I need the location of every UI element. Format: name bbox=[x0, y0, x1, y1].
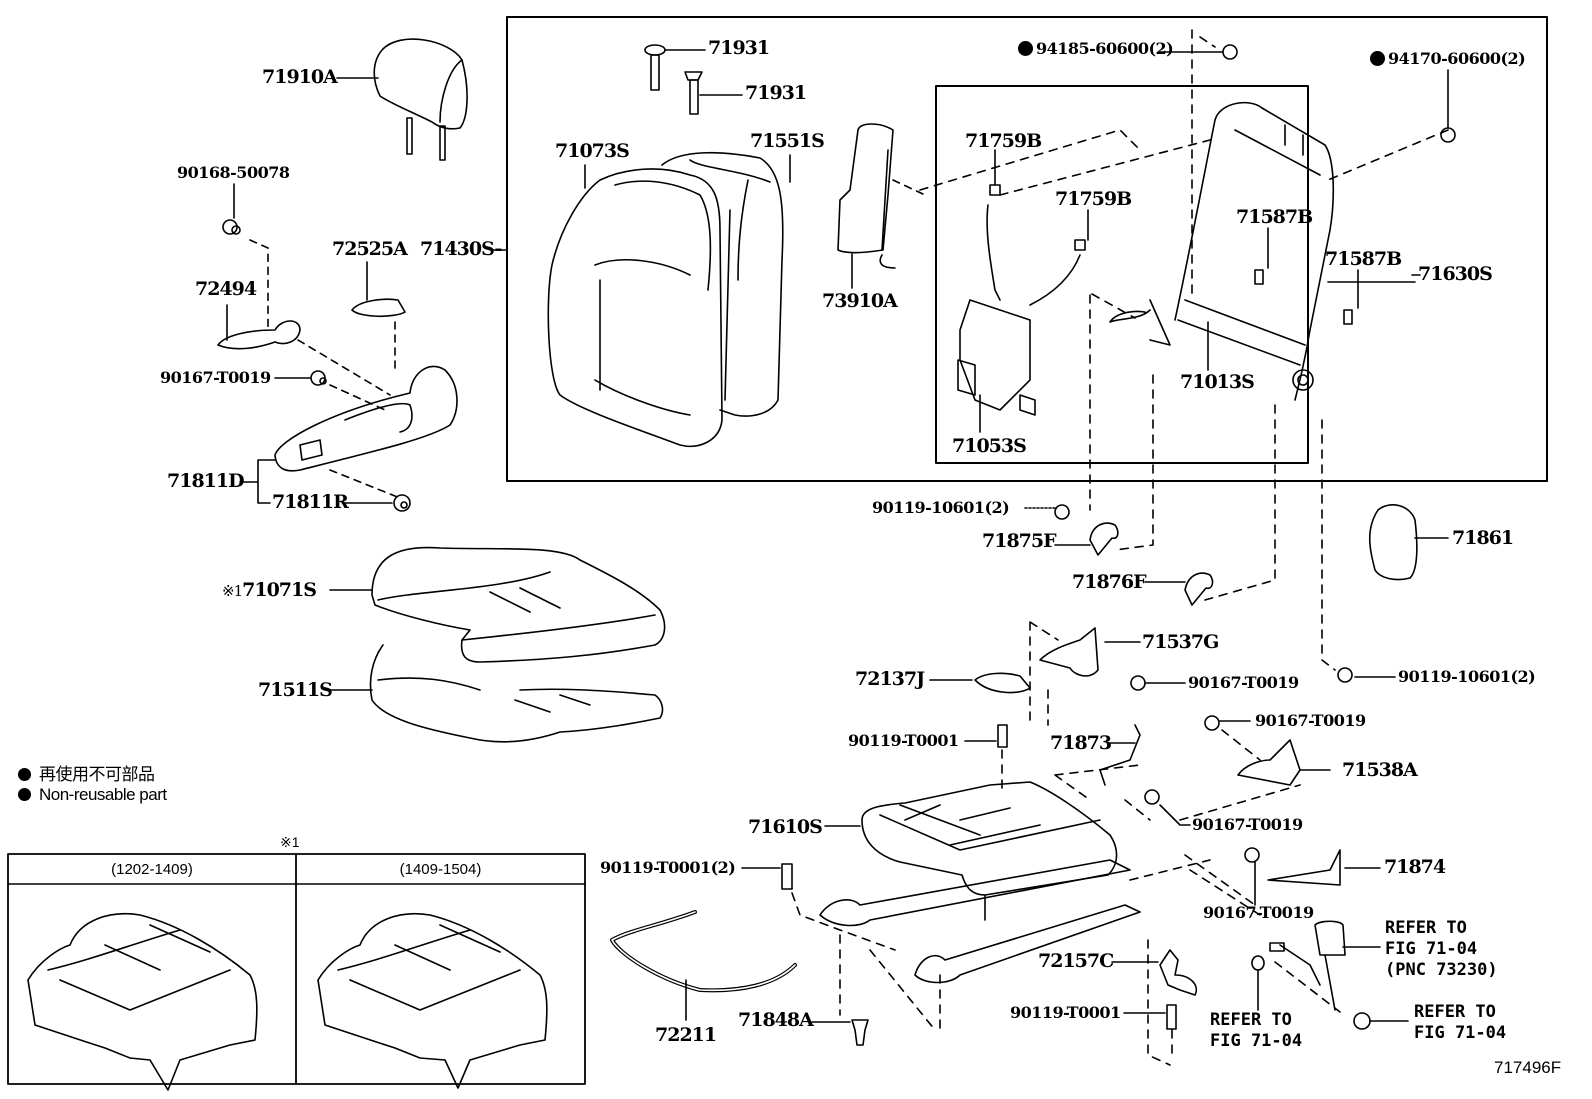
wire-72211-drawing bbox=[612, 912, 795, 1020]
part-label-71848A[interactable]: 71848A bbox=[738, 1009, 814, 1031]
cover-72494-drawing bbox=[218, 305, 390, 395]
part-label-71587B[interactable]: 71587B bbox=[1236, 206, 1313, 228]
part-label-71630S[interactable]: 71630S bbox=[1418, 263, 1493, 285]
part-label-71551S[interactable]: 71551S bbox=[750, 130, 825, 152]
bolt-drawing bbox=[742, 864, 940, 1030]
figure-code: 717496F bbox=[1494, 1058, 1562, 1077]
part-label-94170-60600[interactable]: 94170-60600(2) bbox=[1370, 49, 1526, 68]
non-reusable-dot-icon bbox=[1370, 51, 1385, 66]
part-label-71811R[interactable]: 71811R bbox=[272, 491, 349, 513]
part-label-72137J[interactable]: 72137J bbox=[855, 668, 925, 690]
seatbelt-buckle-drawing bbox=[1190, 870, 1408, 1029]
refer-to-fig-nut[interactable]: REFER TO FIG 71-04 bbox=[1414, 1002, 1507, 1043]
part-label-71931[interactable]: 71931 bbox=[745, 82, 807, 104]
part-label-71537G[interactable]: 71537G bbox=[1142, 631, 1219, 653]
part-label-90119-T0001[interactable]: 90119-T0001 bbox=[1010, 1003, 1121, 1022]
part-label-71811D[interactable]: 71811D bbox=[167, 470, 245, 492]
part-label-90119-10601[interactable]: 90119-10601(2) bbox=[872, 498, 1010, 517]
part-label-90168-50078[interactable]: 90168-50078 bbox=[177, 163, 290, 182]
lower-parts-drawing bbox=[930, 505, 1448, 905]
part-label-71073S[interactable]: 71073S bbox=[555, 140, 630, 162]
non-reusable-dot-icon bbox=[18, 788, 31, 801]
part-label-94185-60600[interactable]: 94185-60600(2) bbox=[1018, 39, 1174, 58]
knob-72525A-drawing bbox=[352, 262, 405, 370]
part-label-73910A[interactable]: 73910A bbox=[822, 290, 898, 312]
variant-table bbox=[8, 854, 585, 1090]
seat-shield-drawing bbox=[275, 366, 457, 498]
part-label-71874[interactable]: 71874 bbox=[1384, 856, 1446, 878]
part-label-90167-T0019[interactable]: 90167-T0019 bbox=[1255, 711, 1366, 730]
legend-jp: 再使用不可部品 bbox=[18, 760, 155, 785]
seatback-cover-drawing bbox=[548, 153, 790, 447]
part-label-72494[interactable]: 72494 bbox=[195, 278, 257, 300]
part-label-71759B[interactable]: 71759B bbox=[1055, 188, 1132, 210]
part-number: 71071S bbox=[242, 579, 317, 601]
part-label-71875F[interactable]: 71875F bbox=[982, 530, 1057, 552]
bolt-drawing bbox=[223, 184, 268, 330]
part-label-71538A[interactable]: 71538A bbox=[1342, 759, 1418, 781]
part-label-71610S[interactable]: 71610S bbox=[748, 816, 823, 838]
leader-bracket bbox=[240, 460, 275, 503]
part-label-90119-10601[interactable]: 90119-10601(2) bbox=[1398, 667, 1536, 686]
legend-en-text: Non-reusable part bbox=[39, 785, 167, 804]
legend-jp-text: 再使用不可部品 bbox=[39, 765, 155, 784]
headrest-drawing bbox=[374, 39, 467, 160]
part-label-71861[interactable]: 71861 bbox=[1452, 527, 1514, 549]
screw-drawing bbox=[275, 371, 385, 410]
part-label-71511S[interactable]: 71511S bbox=[258, 679, 333, 701]
part-label-71931[interactable]: 71931 bbox=[708, 37, 770, 59]
part-label-71873[interactable]: 71873 bbox=[1050, 732, 1112, 754]
part-label-72525A[interactable]: 72525A bbox=[332, 238, 408, 260]
nut-drawing bbox=[1160, 45, 1455, 275]
airbag-drawing bbox=[838, 124, 925, 288]
seatback-assembly-box bbox=[507, 17, 1547, 481]
part-label-71071S[interactable]: ※171071S bbox=[222, 579, 317, 601]
assembly-dashed-lines bbox=[920, 30, 1448, 670]
part-label-90119-T0001-2[interactable]: 90119-T0001(2) bbox=[600, 858, 736, 877]
seat-cushion-pad-drawing bbox=[330, 645, 662, 742]
part-label-72157C[interactable]: 72157C bbox=[1038, 950, 1114, 972]
headrest-guide-drawing bbox=[645, 45, 742, 114]
part-number: 94170-60600(2) bbox=[1388, 49, 1526, 68]
part-label-90119-T0001[interactable]: 90119-T0001 bbox=[848, 731, 959, 750]
part-label-71876F[interactable]: 71876F bbox=[1072, 571, 1147, 593]
clip-drawing bbox=[812, 1020, 868, 1045]
non-reusable-dot-icon bbox=[18, 768, 31, 781]
part-label-71910A[interactable]: 71910A bbox=[262, 66, 338, 88]
part-label-71013S[interactable]: 71013S bbox=[1180, 371, 1255, 393]
bracket-72157C-drawing bbox=[1112, 940, 1196, 1065]
frame-subassembly-drawing bbox=[958, 103, 1415, 432]
part-label-71587B[interactable]: 71587B bbox=[1325, 248, 1402, 270]
part-label-72211[interactable]: 72211 bbox=[655, 1024, 717, 1046]
part-label-90167-T0019[interactable]: 90167-T0019 bbox=[1188, 673, 1299, 692]
part-label-71430S[interactable]: 71430S- bbox=[420, 238, 502, 260]
part-label-71053S[interactable]: 71053S bbox=[952, 435, 1027, 457]
frame-subassembly-box bbox=[936, 86, 1308, 463]
part-label-71759B[interactable]: 71759B bbox=[965, 130, 1042, 152]
part-label-90167-T0019[interactable]: 90167-T0019 bbox=[1192, 815, 1303, 834]
part-label-90167-T0019[interactable]: 90167-T0019 bbox=[1203, 903, 1314, 922]
part-number: 94185-60600(2) bbox=[1036, 39, 1174, 58]
variant-note-mark: ※1 bbox=[222, 582, 243, 600]
non-reusable-dot-icon bbox=[1018, 41, 1033, 56]
variant-note-mark: ※1 bbox=[280, 834, 300, 850]
screw-71811R-drawing bbox=[345, 495, 410, 511]
refer-to-fig-buckle[interactable]: REFER TO FIG 71-04 (PNC 73230) bbox=[1385, 918, 1498, 980]
variant-column-1-header: (1202-1409) bbox=[111, 861, 193, 878]
variant-column-2-header: (1409-1504) bbox=[399, 861, 482, 878]
legend-en: Non-reusable part bbox=[18, 785, 167, 805]
refer-to-fig-anchor[interactable]: REFER TO FIG 71-04 bbox=[1210, 1010, 1303, 1051]
seat-track-drawing bbox=[820, 782, 1140, 983]
part-label-90167-T0019[interactable]: 90167-T0019 bbox=[160, 368, 271, 387]
seat-cushion-cover-drawing bbox=[330, 548, 665, 662]
